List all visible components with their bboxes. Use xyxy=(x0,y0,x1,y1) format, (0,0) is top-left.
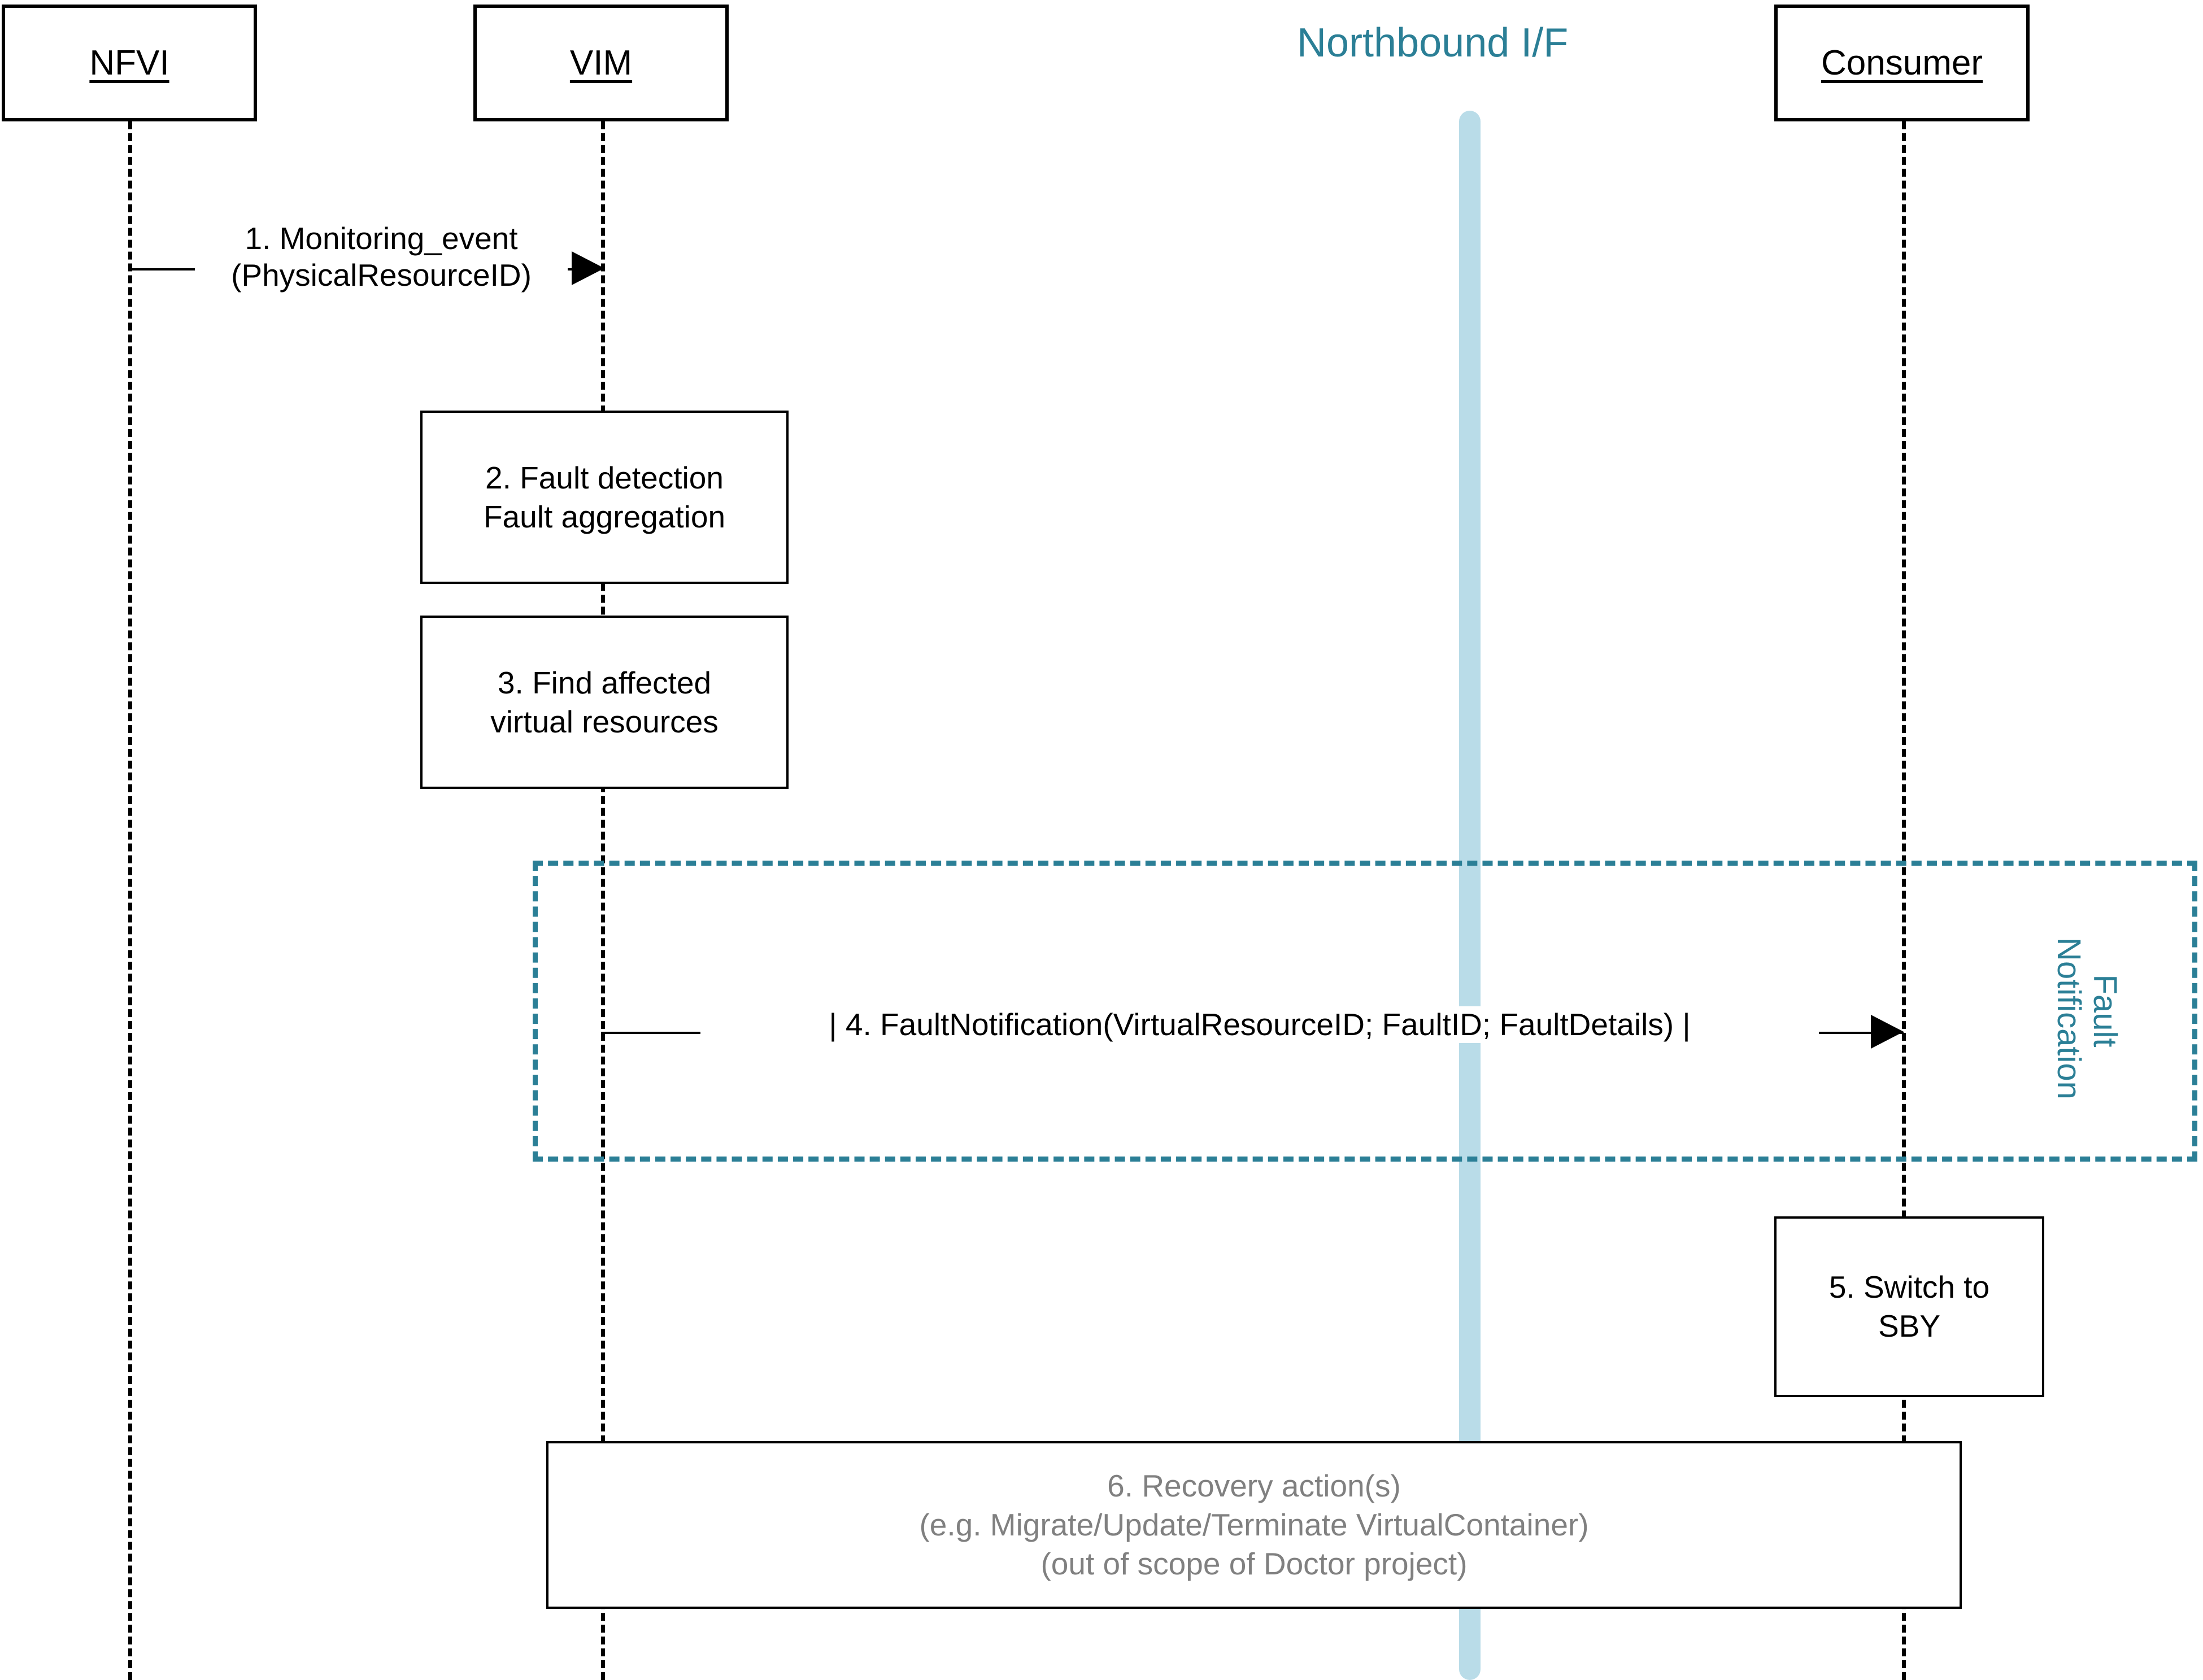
fragment-fault-notification[interactable] xyxy=(533,861,2197,1162)
lifeline-vim xyxy=(601,121,605,1680)
process-box-switch-to-sby-text: 5. Switch to SBY xyxy=(1828,1269,1990,1343)
process-box-recovery-actions[interactable]: 6. Recovery action(s) (e.g. Migrate/Upda… xyxy=(546,1441,1962,1609)
lifeline-consumer xyxy=(1902,121,1906,1680)
message-arrowhead-monitoring-event xyxy=(572,251,604,285)
actor-label-vim: VIM xyxy=(569,43,633,82)
northbound-interface-bar xyxy=(1459,111,1481,1680)
actor-box-consumer[interactable]: Consumer xyxy=(1774,5,2030,121)
process-box-fault-detection-text: 2. Fault detection Fault aggregation xyxy=(483,460,726,534)
message-label-fault-notification: | 4. FaultNotification(VirtualResourceID… xyxy=(700,1006,1819,1043)
message-arrowhead-fault-notification xyxy=(1871,1015,1904,1049)
process-box-find-affected-resources-text: 3. Find affected virtual resources xyxy=(490,665,719,739)
message-label-monitoring-event: 1. Monitoring_event (PhysicalResourceID) xyxy=(195,220,568,294)
process-box-recovery-actions-text: 6. Recovery action(s) (e.g. Migrate/Upda… xyxy=(919,1468,1589,1581)
process-box-switch-to-sby[interactable]: 5. Switch to SBY xyxy=(1774,1216,2044,1397)
process-box-fault-detection[interactable]: 2. Fault detection Fault aggregation xyxy=(420,411,789,584)
northbound-interface-title: Northbound I/F xyxy=(1297,20,1569,66)
actor-label-consumer: Consumer xyxy=(1821,43,1983,82)
lifeline-nfvi xyxy=(128,121,132,1680)
fragment-label-fault-notification: Fault Notification xyxy=(2050,937,2123,1099)
actor-box-vim[interactable]: VIM xyxy=(473,5,729,121)
process-box-find-affected-resources[interactable]: 3. Find affected virtual resources xyxy=(420,616,789,789)
actor-label-nfvi: NFVI xyxy=(89,43,169,82)
actor-box-nfvi[interactable]: NFVI xyxy=(2,5,257,121)
